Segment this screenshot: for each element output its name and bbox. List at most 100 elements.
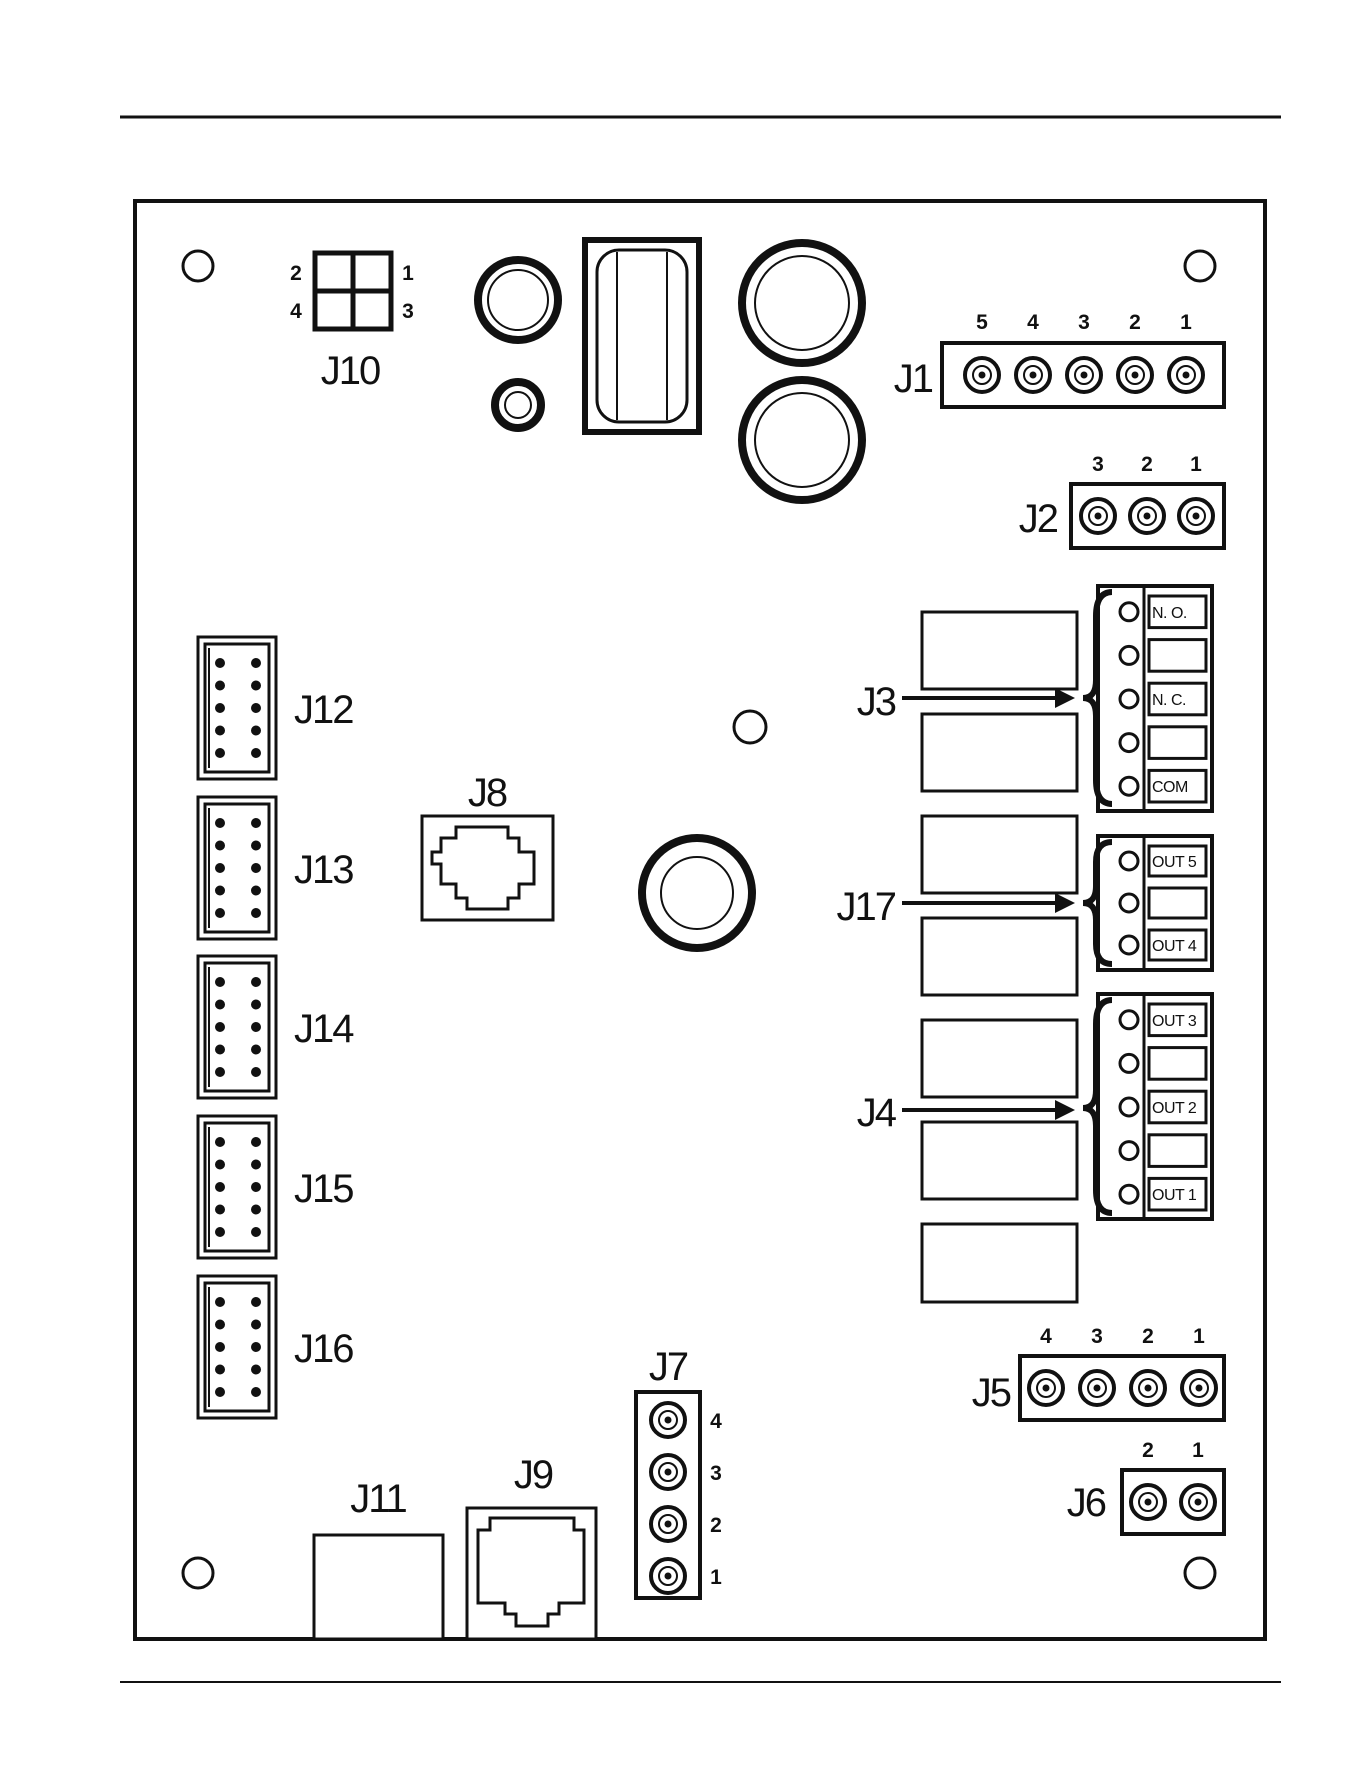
fuse xyxy=(597,250,687,422)
j1-pin-label: 1 xyxy=(1180,311,1192,334)
j15-pin xyxy=(251,1160,261,1170)
j6-pin-label: 1 xyxy=(1192,1439,1204,1462)
j7-pin-label: 1 xyxy=(710,1566,722,1589)
j15-pin xyxy=(251,1182,261,1192)
j1-pin-label: 2 xyxy=(1129,311,1141,334)
j14-pin xyxy=(215,1022,225,1032)
j10-pin-label: 1 xyxy=(402,262,414,285)
j4-terminal-box xyxy=(1149,1048,1206,1080)
j3-terminal-label: N. C. xyxy=(1152,692,1186,709)
j8-label: J8 xyxy=(468,771,507,815)
j15-pin xyxy=(215,1137,225,1147)
relay xyxy=(922,1020,1077,1097)
j12-label: J12 xyxy=(294,688,353,732)
j3-terminal-screw xyxy=(1120,777,1138,795)
j14-label: J14 xyxy=(294,1007,354,1051)
j2-label: J2 xyxy=(1019,497,1058,541)
j3-terminal-label: COM xyxy=(1152,779,1188,796)
j13-pin xyxy=(215,863,225,873)
j4-label: J4 xyxy=(857,1091,897,1135)
j14-pin xyxy=(251,1000,261,1010)
j13-pin xyxy=(251,818,261,828)
j13-pin xyxy=(251,841,261,851)
j12-pin xyxy=(215,726,225,736)
j13-pin xyxy=(215,886,225,896)
j1-pin-label: 5 xyxy=(976,311,988,334)
j2-pin-label: 1 xyxy=(1190,453,1202,476)
j1-label: J1 xyxy=(894,357,933,401)
j17-terminal-label: OUT 4 xyxy=(1152,938,1197,955)
relay xyxy=(922,918,1077,995)
relay xyxy=(922,1224,1077,1302)
j12-pin xyxy=(251,726,261,736)
j5-pin-label: 4 xyxy=(1040,1325,1052,1348)
j15-label: J15 xyxy=(294,1167,353,1211)
j12-pin xyxy=(215,748,225,758)
j6-label: J6 xyxy=(1067,1481,1106,1525)
j12-pin xyxy=(215,681,225,691)
j14-pin xyxy=(251,1045,261,1055)
relay xyxy=(922,816,1077,893)
j5-label: J5 xyxy=(972,1371,1011,1415)
j7-pin-label: 4 xyxy=(710,1410,722,1433)
j7-pin-label: 2 xyxy=(710,1514,722,1537)
mounting-hole xyxy=(734,711,766,743)
j9-label: J9 xyxy=(514,1453,553,1497)
j13-pin xyxy=(215,908,225,918)
j4-terminal-screw xyxy=(1120,1142,1138,1160)
j3-terminal-label: N. O. xyxy=(1152,605,1187,622)
j13-pin xyxy=(251,863,261,873)
j1-pin-label: 4 xyxy=(1027,311,1039,334)
j12-pin xyxy=(215,658,225,668)
j12-pin xyxy=(251,703,261,713)
mounting-hole xyxy=(183,251,213,281)
relay xyxy=(922,1122,1077,1199)
j16-pin xyxy=(251,1365,261,1375)
j15-pin xyxy=(215,1227,225,1237)
j14-pin xyxy=(251,1067,261,1077)
j16-pin xyxy=(251,1297,261,1307)
j15-pin xyxy=(251,1205,261,1215)
j3-terminal-box xyxy=(1149,640,1206,672)
j14-pin xyxy=(251,1022,261,1032)
j13-pin xyxy=(215,841,225,851)
j13-pin xyxy=(251,886,261,896)
relays xyxy=(922,612,1077,1302)
j16-label: J16 xyxy=(294,1327,353,1371)
mounting-hole xyxy=(183,1558,213,1588)
j5-pin-label: 1 xyxy=(1193,1325,1205,1348)
j16-pin xyxy=(251,1387,261,1397)
j16-pin xyxy=(215,1342,225,1352)
j17-terminal-box xyxy=(1149,888,1206,918)
j16-pin xyxy=(251,1342,261,1352)
j4-terminal-screw xyxy=(1120,1098,1138,1116)
j17-label: J17 xyxy=(837,885,896,929)
j6-pin-label: 2 xyxy=(1142,1439,1154,1462)
j5-pin-label: 2 xyxy=(1142,1325,1154,1348)
j3-label: J3 xyxy=(857,680,896,724)
j14-pin xyxy=(215,1045,225,1055)
j4-terminal-label: OUT 1 xyxy=(1152,1187,1197,1204)
j17-terminal-label: OUT 5 xyxy=(1152,854,1197,871)
j3-terminal-screw xyxy=(1120,734,1138,752)
j16-pin xyxy=(215,1365,225,1375)
j4-terminal-screw xyxy=(1120,1185,1138,1203)
j17-terminal-screw xyxy=(1120,852,1138,870)
j12-pin xyxy=(251,748,261,758)
j7-pin-label: 3 xyxy=(710,1462,722,1485)
j15-pin xyxy=(215,1160,225,1170)
j16-pin xyxy=(215,1297,225,1307)
j15-pin xyxy=(215,1205,225,1215)
j4-terminal-label: OUT 3 xyxy=(1152,1013,1197,1030)
j15-pin xyxy=(215,1182,225,1192)
j15-pin xyxy=(251,1137,261,1147)
j13-pin xyxy=(251,908,261,918)
j17-terminal-screw xyxy=(1120,936,1138,954)
j16-pin xyxy=(215,1387,225,1397)
j13-pin xyxy=(215,818,225,828)
j7-label: J7 xyxy=(649,1345,688,1389)
j13-label: J13 xyxy=(294,848,353,892)
j16-pin xyxy=(251,1320,261,1330)
